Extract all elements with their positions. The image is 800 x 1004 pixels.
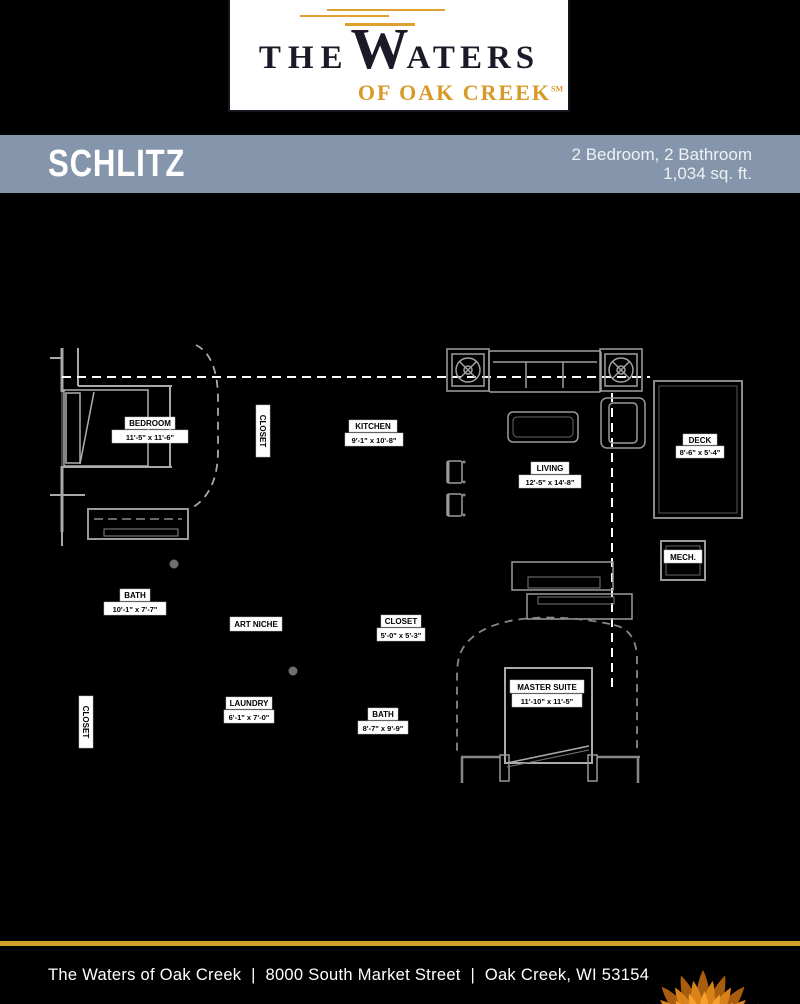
svg-text:10'-1" x 7'-7": 10'-1" x 7'-7" xyxy=(113,605,158,614)
room-label-deck: DECK 8'-6" x 5'-4" xyxy=(675,433,725,459)
floorplan-canvas: BEDROOM 11'-5" x 11'-6" CLOSET KITCHEN 9… xyxy=(0,193,800,941)
logo-wave-line-1 xyxy=(327,9,445,11)
room-label-art-niche: ART NICHE xyxy=(229,616,283,632)
flower-image xyxy=(647,969,759,1004)
svg-text:6'-1" x 7'-0": 6'-1" x 7'-0" xyxy=(229,713,270,722)
room-label-closet-bl: CLOSET xyxy=(78,695,94,749)
kitchen-stools xyxy=(446,460,466,517)
spec-sqft: 1,034 sq. ft. xyxy=(663,164,752,183)
logo-wave-line-2 xyxy=(300,15,389,17)
tv-console xyxy=(511,561,614,591)
room-label-bedroom: BEDROOM 11'-5" x 11'-6" xyxy=(111,416,189,444)
svg-text:MASTER SUITE: MASTER SUITE xyxy=(517,683,577,692)
room-label-bath2: BATH 8'-7" x 9'-9" xyxy=(357,707,409,735)
plan-title-banner: SCHLITZ 2 Bedroom, 2 Bathroom 1,034 sq. … xyxy=(0,135,800,193)
walls xyxy=(50,348,640,783)
svg-text:MECH.: MECH. xyxy=(670,553,696,562)
room-label-living: LIVING 12'-5" x 14'-8" xyxy=(518,461,582,489)
svg-text:BATH: BATH xyxy=(372,710,394,719)
svg-text:8'-6" x 5'-4": 8'-6" x 5'-4" xyxy=(680,448,721,457)
logo-aters: ATERS xyxy=(406,40,540,76)
sofa-group xyxy=(446,348,643,393)
coffee-table xyxy=(507,411,579,443)
bedroom-closet xyxy=(87,508,189,540)
svg-text:BEDROOM: BEDROOM xyxy=(129,419,171,428)
master-bed xyxy=(499,667,598,782)
svg-text:11'-5" x 11'-6": 11'-5" x 11'-6" xyxy=(126,433,175,442)
svg-text:DECK: DECK xyxy=(689,436,712,445)
spec-bed-bath: 2 Bedroom, 2 Bathroom xyxy=(571,145,752,164)
deck-walls xyxy=(653,380,743,519)
room-label-kitchen: KITCHEN 9'-1" x 10'-8" xyxy=(344,419,404,447)
room-label-closet-mid: CLOSET 5'-0" x 5'-3" xyxy=(376,614,426,642)
svg-text:5'-0" x 5'-3": 5'-0" x 5'-3" xyxy=(381,631,422,640)
fixture-dots xyxy=(169,559,298,676)
svg-text:LIVING: LIVING xyxy=(537,464,564,473)
footer: The Waters of Oak Creek | 8000 South Mar… xyxy=(0,941,800,1004)
logo-subtitle: OF OAK CREEKSM xyxy=(357,80,563,105)
svg-text:8'-7" x 9'-9": 8'-7" x 9'-9" xyxy=(363,724,404,733)
svg-text:KITCHEN: KITCHEN xyxy=(355,422,391,431)
room-label-master-suite: MASTER SUITE 11'-10" x 11'-5" xyxy=(509,679,585,708)
logo-w-initial: W xyxy=(350,16,409,81)
svg-text:9'-1" x 10'-8": 9'-1" x 10'-8" xyxy=(352,436,397,445)
dresser xyxy=(526,593,633,620)
svg-text:12'-5" x 14'-8": 12'-5" x 14'-8" xyxy=(525,478,574,487)
entry-arc-wall xyxy=(189,344,219,510)
plan-name: SCHLITZ xyxy=(48,142,186,185)
room-label-entry-closet: CLOSET xyxy=(255,404,271,458)
armchair xyxy=(600,397,646,449)
svg-text:CLOSET: CLOSET xyxy=(385,617,418,626)
room-label-mech: MECH. xyxy=(663,549,703,564)
floorplan-svg: BEDROOM 11'-5" x 11'-6" CLOSET KITCHEN 9… xyxy=(50,344,743,783)
svg-text:LAUNDRY: LAUNDRY xyxy=(230,699,269,708)
svg-text:11'-10" x 11'-5": 11'-10" x 11'-5" xyxy=(521,697,574,706)
svg-text:BATH: BATH xyxy=(124,591,146,600)
svg-text:ART NICHE: ART NICHE xyxy=(234,620,278,629)
room-label-laundry: LAUNDRY 6'-1" x 7'-0" xyxy=(223,696,275,724)
svg-text:CLOSET: CLOSET xyxy=(81,706,90,739)
svg-text:CLOSET: CLOSET xyxy=(258,415,267,448)
logo-wave-line-3 xyxy=(345,23,415,26)
service-mark: SM xyxy=(551,84,563,94)
logo-the: THE xyxy=(258,40,350,76)
master-arc-walls xyxy=(456,616,638,753)
footer-address: The Waters of Oak Creek | 8000 South Mar… xyxy=(48,965,650,984)
room-label-bath1: BATH 10'-1" x 7'-7" xyxy=(103,588,167,616)
plan-specs: 2 Bedroom, 2 Bathroom 1,034 sq. ft. xyxy=(572,145,752,183)
